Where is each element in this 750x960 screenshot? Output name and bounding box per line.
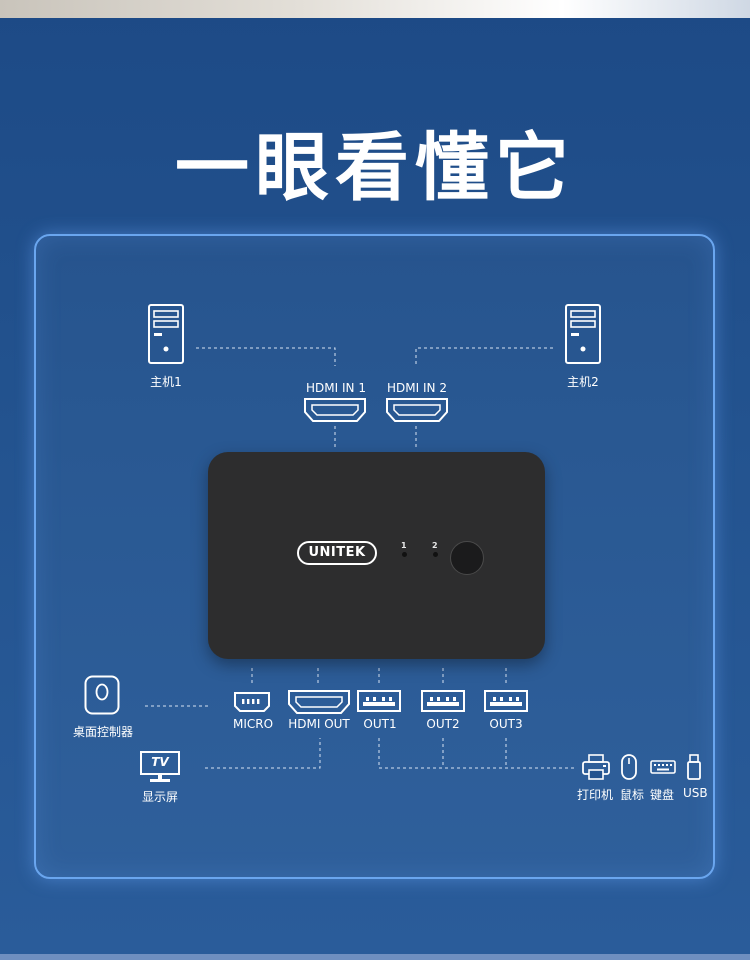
hdmi-out-port-icon bbox=[288, 690, 350, 714]
usb-out3-port-icon bbox=[484, 690, 528, 712]
diagram-panel bbox=[34, 234, 715, 879]
brand-logo: UNITEK bbox=[297, 541, 377, 565]
switch-button[interactable] bbox=[450, 541, 484, 575]
host1-label: 主机1 bbox=[150, 375, 182, 389]
out2-label: OUT2 bbox=[426, 717, 460, 731]
hdmi-in1-port-icon bbox=[304, 398, 366, 422]
out1-label: OUT1 bbox=[363, 717, 397, 731]
led-2-indicator bbox=[433, 552, 438, 557]
desktop-controller-icon bbox=[84, 675, 120, 715]
monitor-icon bbox=[140, 751, 180, 782]
hdmi-in1-label: HDMI IN 1 bbox=[306, 381, 366, 395]
mouse-label: 鼠标 bbox=[620, 788, 645, 802]
micro-label: MICRO bbox=[232, 717, 274, 731]
micro-usb-port-icon bbox=[234, 692, 270, 712]
hdmi-in2-label: HDMI IN 2 bbox=[387, 381, 447, 395]
out3-label: OUT3 bbox=[489, 717, 523, 731]
keyboard-icon bbox=[650, 760, 676, 774]
usb-out2-port-icon bbox=[421, 690, 465, 712]
display-icon: TV bbox=[140, 751, 180, 783]
desktop-controller-label: 桌面控制器 bbox=[72, 725, 134, 739]
display-label: 显示屏 bbox=[141, 790, 179, 804]
tv-badge: TV bbox=[151, 755, 169, 769]
led-2-label: 2 bbox=[432, 541, 438, 550]
printer-label: 打印机 bbox=[577, 788, 614, 802]
keyboard-label: 键盘 bbox=[650, 788, 675, 802]
led-1-indicator bbox=[402, 552, 407, 557]
bottom-strip bbox=[0, 954, 750, 960]
usb-out1-port-icon bbox=[357, 690, 401, 712]
hdmi-out-label: HDMI OUT bbox=[288, 717, 350, 731]
usb-drive-icon bbox=[687, 754, 701, 780]
mouse-icon bbox=[621, 754, 637, 780]
led-1-label: 1 bbox=[401, 541, 407, 550]
host2-tower-icon bbox=[565, 304, 601, 364]
printer-icon bbox=[582, 754, 610, 780]
top-photo-strip bbox=[0, 0, 750, 18]
host1-tower-icon bbox=[148, 304, 184, 364]
kvm-switch-device: UNITEK 1 2 bbox=[208, 452, 545, 659]
usb-label: USB bbox=[683, 786, 708, 800]
hdmi-in2-port-icon bbox=[386, 398, 448, 422]
page-title: 一眼看懂它 bbox=[175, 125, 575, 211]
host2-label: 主机2 bbox=[567, 375, 599, 389]
